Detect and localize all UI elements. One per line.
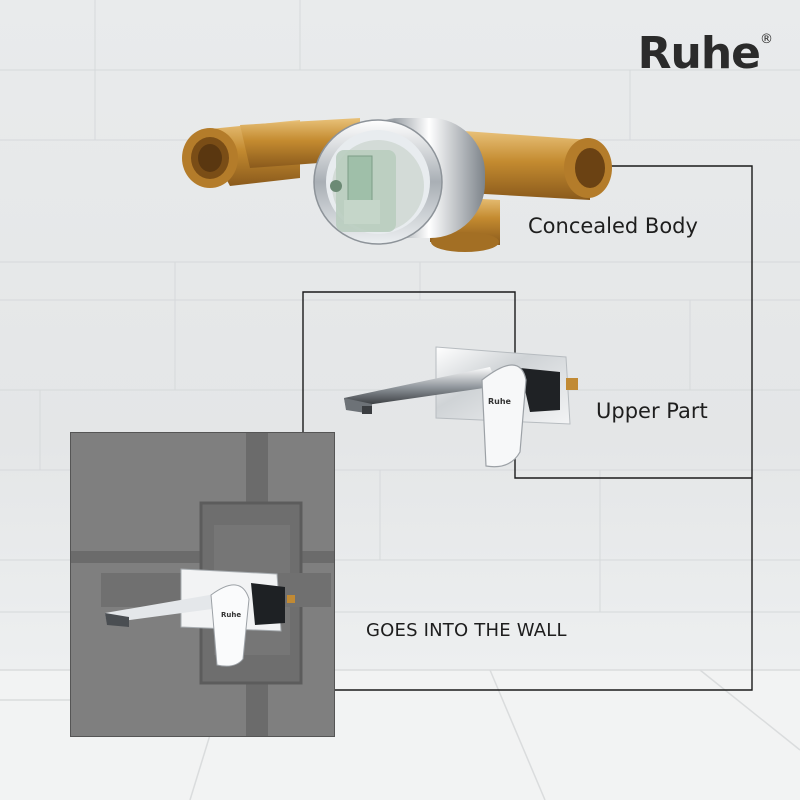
label-goes-into-wall: GOES INTO THE WALL xyxy=(366,620,567,641)
label-concealed-body: Concealed Body xyxy=(528,214,698,238)
wall-installed-photo: Ruhe xyxy=(70,432,335,737)
registered-mark: ® xyxy=(760,32,773,47)
connector-concealed-body xyxy=(334,165,753,691)
label-upper-part: Upper Part xyxy=(596,399,708,423)
logo-text: Ruhe xyxy=(637,28,761,79)
photo-faucet-brand-mark: Ruhe xyxy=(221,611,241,619)
installed-faucet-image: Ruhe xyxy=(71,433,334,736)
ruhe-logo: Ruhe® xyxy=(637,28,773,79)
connector-upper-part xyxy=(302,291,752,479)
